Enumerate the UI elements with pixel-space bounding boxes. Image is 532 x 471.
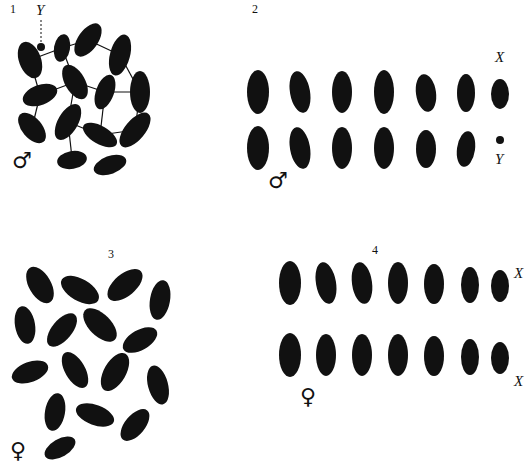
- panel-number: 3: [108, 248, 114, 260]
- chromosome-label: Y: [36, 3, 44, 18]
- chromosome-label: X: [514, 374, 523, 389]
- sex-symbol: ♂: [12, 150, 32, 172]
- sex-symbol: ♂: [268, 170, 288, 192]
- panel-number: 1: [10, 3, 16, 15]
- sex-symbol: ♀: [10, 440, 26, 462]
- leader-line: [41, 20, 42, 42]
- chromosome-label: X: [514, 266, 523, 281]
- chromosome: [279, 261, 509, 377]
- chromosome: [13, 19, 156, 180]
- panel-number: 4: [372, 244, 378, 256]
- chromosome: [9, 262, 174, 464]
- chromosome: [247, 70, 509, 171]
- chromosome-label: Y: [495, 152, 503, 167]
- sex-symbol: ♀: [300, 386, 316, 408]
- panel-number: 2: [252, 3, 258, 15]
- chromosome-label: X: [495, 50, 504, 65]
